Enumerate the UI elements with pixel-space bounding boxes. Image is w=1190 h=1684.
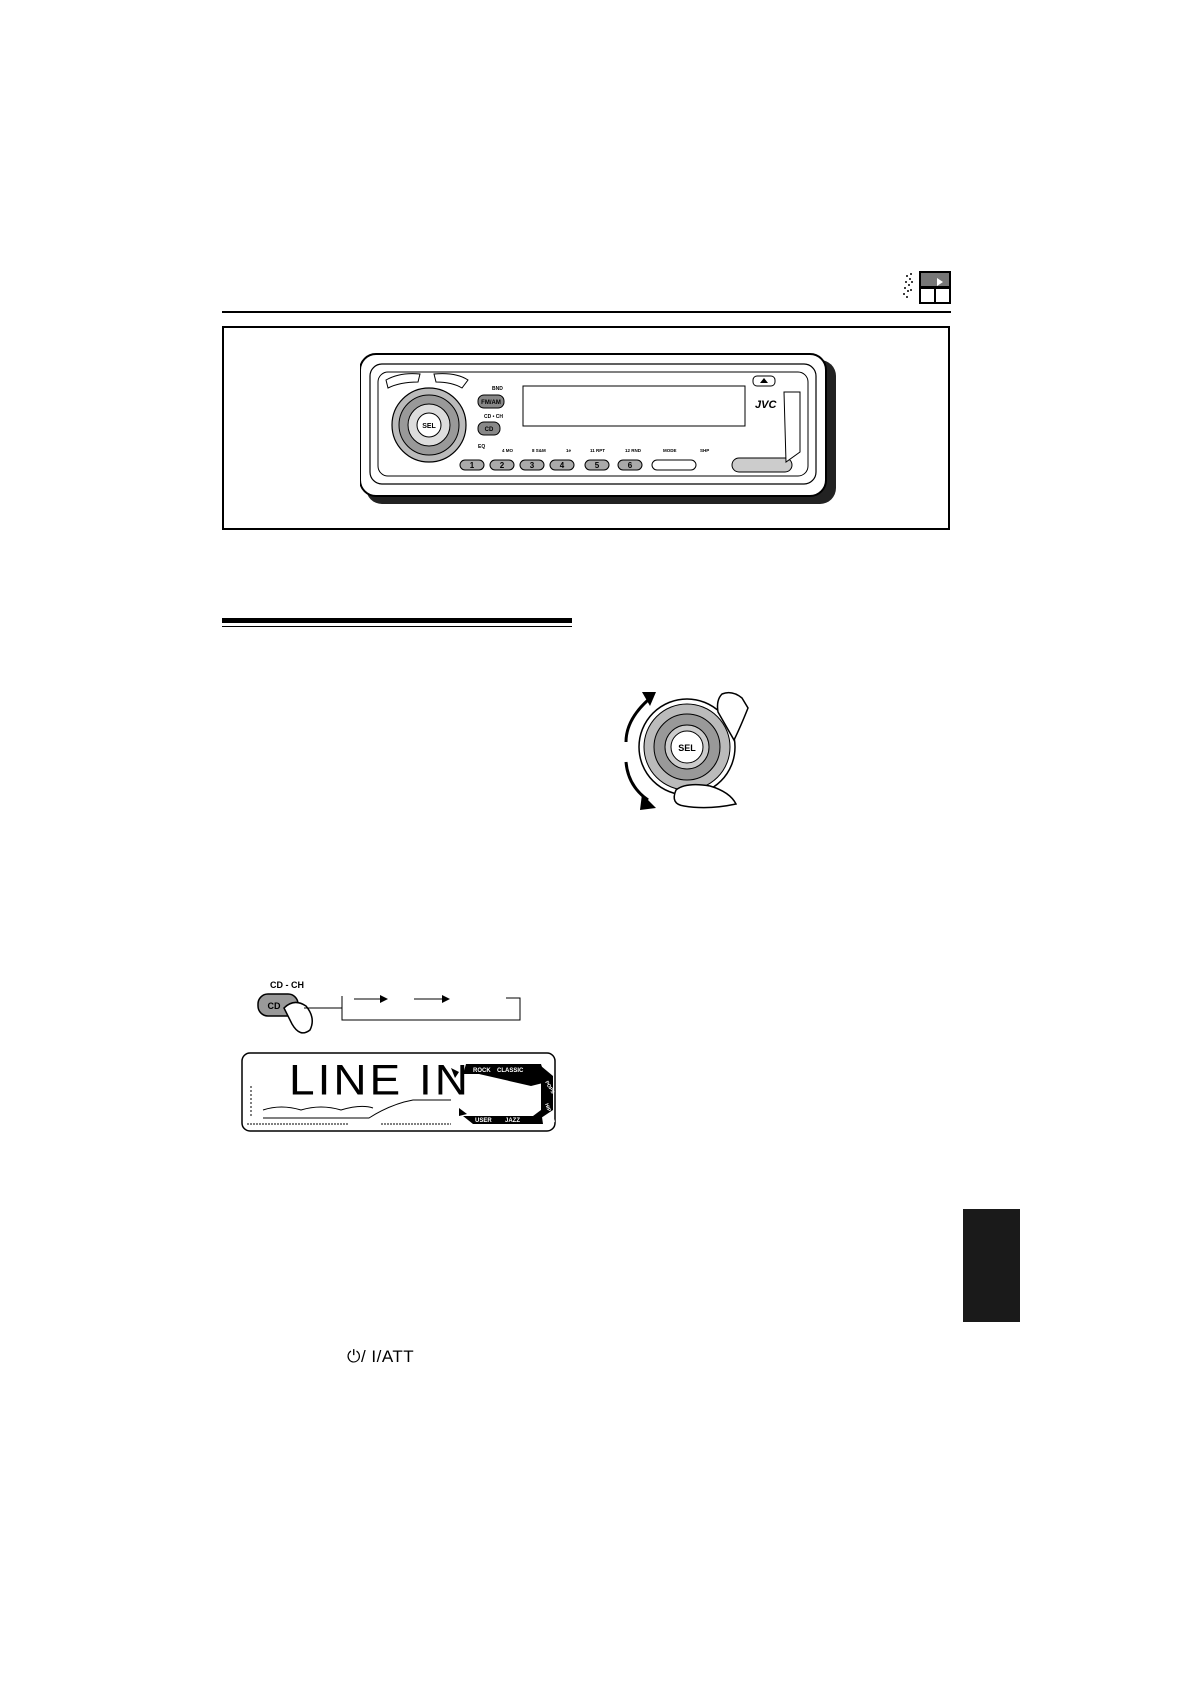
eq-bottom-band	[463, 1110, 543, 1124]
language-side-tab	[963, 1209, 1020, 1322]
top-rule	[222, 311, 951, 313]
cd-ch-label: CD • CH	[484, 414, 503, 420]
sel-knob[interactable]: SEL	[638, 698, 736, 796]
mode-shp-button[interactable]	[651, 459, 697, 471]
svg-text:2: 2	[500, 461, 505, 470]
preset-mark: 11 RPT	[590, 448, 605, 453]
logo-panel	[731, 457, 793, 473]
eq-mode: JAZZ	[505, 1118, 520, 1124]
fm-am-button[interactable]: FM/AM	[477, 394, 505, 409]
preset-marks: 4 MO 8 S&M 1e 11 RPT 12 RND	[502, 448, 642, 453]
sequence-frame	[341, 997, 521, 1021]
eq-side-band	[541, 1066, 553, 1118]
preset-button[interactable]: 2	[489, 459, 515, 471]
svg-text:CD: CD	[485, 427, 494, 433]
eq-top-band	[463, 1064, 547, 1086]
preset-button[interactable]: 1	[459, 459, 485, 471]
preset-mark: 12 RND	[625, 448, 642, 453]
brand-logo: JVC	[755, 399, 777, 411]
svg-text:5: 5	[595, 461, 600, 470]
header-icon	[897, 270, 953, 306]
car-unit-illustration: SEL BND FM/AM CD • CH CD EQ JVC 4 MO 8 S…	[359, 352, 838, 506]
unit-figure-frame	[222, 326, 950, 530]
lcd-main-text: LINE IN	[289, 1057, 471, 1104]
disc-change-icon	[903, 271, 951, 304]
eq-mode: CLASSIC	[497, 1068, 524, 1074]
finger-icon	[716, 691, 749, 742]
cd-button[interactable]: CD	[477, 421, 501, 436]
svg-text:3: 3	[530, 461, 535, 470]
svg-text:FM/AM: FM/AM	[481, 400, 501, 406]
seek-buttons[interactable]	[783, 391, 801, 463]
band-label: BND	[492, 386, 503, 392]
eq-mode: ROCK	[473, 1068, 491, 1074]
unit-knob-label: SEL	[422, 423, 436, 430]
preset-button[interactable]: 5	[584, 459, 610, 471]
svg-text:4: 4	[560, 461, 565, 470]
svg-text:CD: CD	[268, 1001, 281, 1011]
arrow-icon	[442, 995, 450, 1003]
knob-rotation-figure: SEL	[618, 682, 763, 820]
lcd-display: LINE IN ROCK CLASSIC POPS HIP HOP USER J…	[241, 1052, 556, 1132]
preset-buttons: 1 2 3 4 5 6	[459, 459, 643, 471]
section-rule-thin	[222, 626, 572, 627]
preset-mark: 4 MO	[502, 448, 514, 453]
unit-knob[interactable]: SEL	[391, 387, 467, 463]
sel-knob-label: SEL	[678, 743, 696, 753]
thumb-icon	[673, 783, 738, 809]
shp-label: SHP	[700, 448, 709, 453]
power-att-label: ⏻/ I/ATT	[347, 1347, 415, 1366]
preset-button[interactable]: 4	[549, 459, 575, 471]
preset-button[interactable]: 3	[519, 459, 545, 471]
arrow-icon	[380, 995, 388, 1003]
cd-button-figure: CD - CH CD	[254, 978, 524, 1040]
cd-ch-label: CD - CH	[270, 980, 304, 990]
eq-label: EQ	[478, 444, 485, 450]
mode-label: MODE	[663, 448, 677, 453]
finger-icon	[283, 1001, 313, 1034]
svg-text:6: 6	[628, 461, 633, 470]
svg-text:1: 1	[470, 461, 475, 470]
eq-mode: USER	[475, 1118, 492, 1124]
preset-button[interactable]: 6	[617, 459, 643, 471]
section-rule	[222, 618, 572, 623]
preset-mark: 1e	[566, 448, 572, 453]
preset-mark: 8 S&M	[532, 448, 546, 453]
